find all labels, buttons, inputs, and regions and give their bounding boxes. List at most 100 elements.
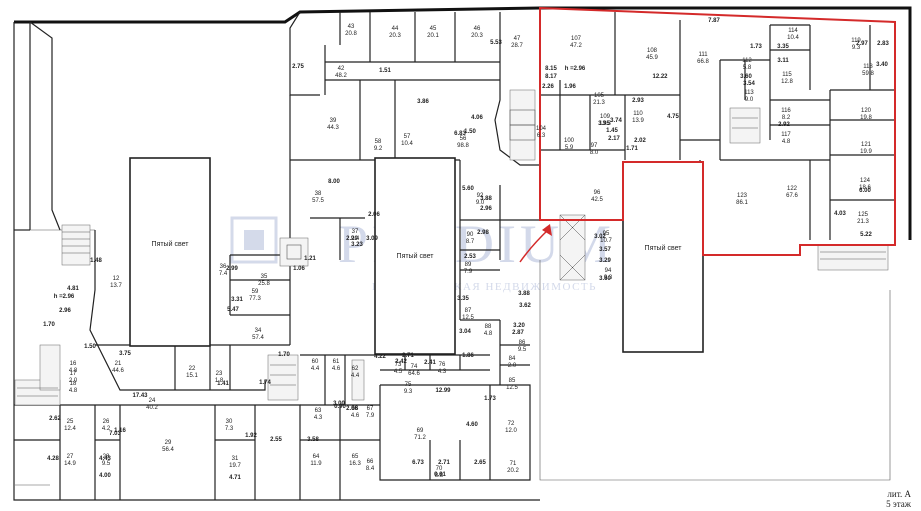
room-number: 38 <box>315 191 322 197</box>
dimension-label: 2.02 <box>634 138 646 144</box>
room-area: 20.8 <box>345 31 357 37</box>
room-97: 978.0 <box>590 143 599 156</box>
room-28: 289.5 <box>102 454 111 467</box>
dimension-label: 3.31 <box>231 297 243 303</box>
dimension-label: 2.92 <box>778 122 790 128</box>
dimension-label: 6.73 <box>412 460 424 466</box>
room-84: 842.0 <box>508 356 517 369</box>
room-62: 624.4 <box>351 366 360 379</box>
dimension-label: 1.48 <box>90 258 102 264</box>
room-number: 110 <box>633 111 643 117</box>
dimension-label: 1.86 <box>462 353 474 359</box>
dimension-label: 3.23 <box>351 242 363 248</box>
floor-number: 5 этаж <box>886 499 911 509</box>
room-number: 72 <box>508 421 515 427</box>
room-area: 8.2 <box>782 115 791 121</box>
dimension-label: 2.96 <box>480 206 492 212</box>
dimension-label: 2.06 <box>368 212 380 218</box>
dimension-label: 12.99 <box>435 388 451 394</box>
room-number: 57 <box>404 134 411 140</box>
room-number: 25 <box>67 419 74 425</box>
room-area: 4.8 <box>782 139 791 145</box>
dimension-label: 1.21 <box>304 256 316 262</box>
room-number: 24 <box>149 398 156 404</box>
dimension-label: 0.90 <box>334 404 346 410</box>
room-number: 23 <box>216 371 223 377</box>
dimension-label: 3.00 <box>333 401 345 407</box>
void-right-label: Пятый свет <box>645 244 683 252</box>
room-area: 8.0 <box>590 150 599 156</box>
room-92: 929.0 <box>476 193 485 206</box>
dimension-label: 3.11 <box>777 58 789 64</box>
dimension-label: 2.71 <box>438 460 450 466</box>
room-number: 94 <box>605 268 612 274</box>
room-number: 104 <box>536 126 547 132</box>
room-86: 869.5 <box>518 340 527 353</box>
dimension-label: 8.15 <box>545 66 557 72</box>
room-area: 4.8 <box>69 368 78 374</box>
room-number: 29 <box>165 440 172 446</box>
room-area: 48.2 <box>335 73 347 79</box>
room-area: 6.3 <box>537 133 546 139</box>
room-area: 9.3 <box>404 389 413 395</box>
room-area: 19.9 <box>860 149 872 155</box>
room-number: 66 <box>367 459 374 465</box>
room-area: 44.6 <box>112 368 124 374</box>
dimension-label: 3.60 <box>740 74 752 80</box>
room-area: 20.1 <box>427 33 439 39</box>
room-37: 379.4 <box>351 229 360 242</box>
dimension-label: 2.20 <box>346 236 358 242</box>
dimension-label: 1.45 <box>606 128 618 134</box>
room-number: 119 <box>851 38 861 44</box>
room-number: 64 <box>313 454 320 460</box>
room-94: 949.3 <box>604 268 613 281</box>
room-number: 58 <box>375 139 382 145</box>
dimension-label: 1.51 <box>379 68 391 74</box>
room-number: 95 <box>603 231 610 237</box>
room-number: 112 <box>742 58 752 64</box>
room-area: 19.7 <box>229 463 241 469</box>
dimension-label: 3.02 <box>594 234 606 240</box>
room-area: 10.4 <box>401 141 413 147</box>
dimension-label: 1.41 <box>217 381 229 387</box>
dimension-label: 4.00 <box>99 473 111 479</box>
room-number: 27 <box>67 454 74 460</box>
room-area: 86.1 <box>736 200 748 206</box>
room-area: 66.8 <box>697 59 709 65</box>
room-60: 604.4 <box>311 359 320 372</box>
void-left <box>129 157 211 347</box>
dimension-label: 4.71 <box>229 475 241 481</box>
entrance-arrow-icon <box>519 224 552 263</box>
room-number: 108 <box>647 48 658 54</box>
building-outline <box>13 6 912 501</box>
dimension-label: 1.73 <box>484 396 496 402</box>
room-number: 115 <box>782 72 792 78</box>
room-number: 21 <box>115 361 122 367</box>
building-letter: лит. А <box>887 489 911 499</box>
dimension-label: 5.22 <box>860 232 872 238</box>
dimension-label: 3.58 <box>307 437 319 443</box>
room-number: 113 <box>744 90 754 96</box>
room-number: 22 <box>189 366 196 372</box>
